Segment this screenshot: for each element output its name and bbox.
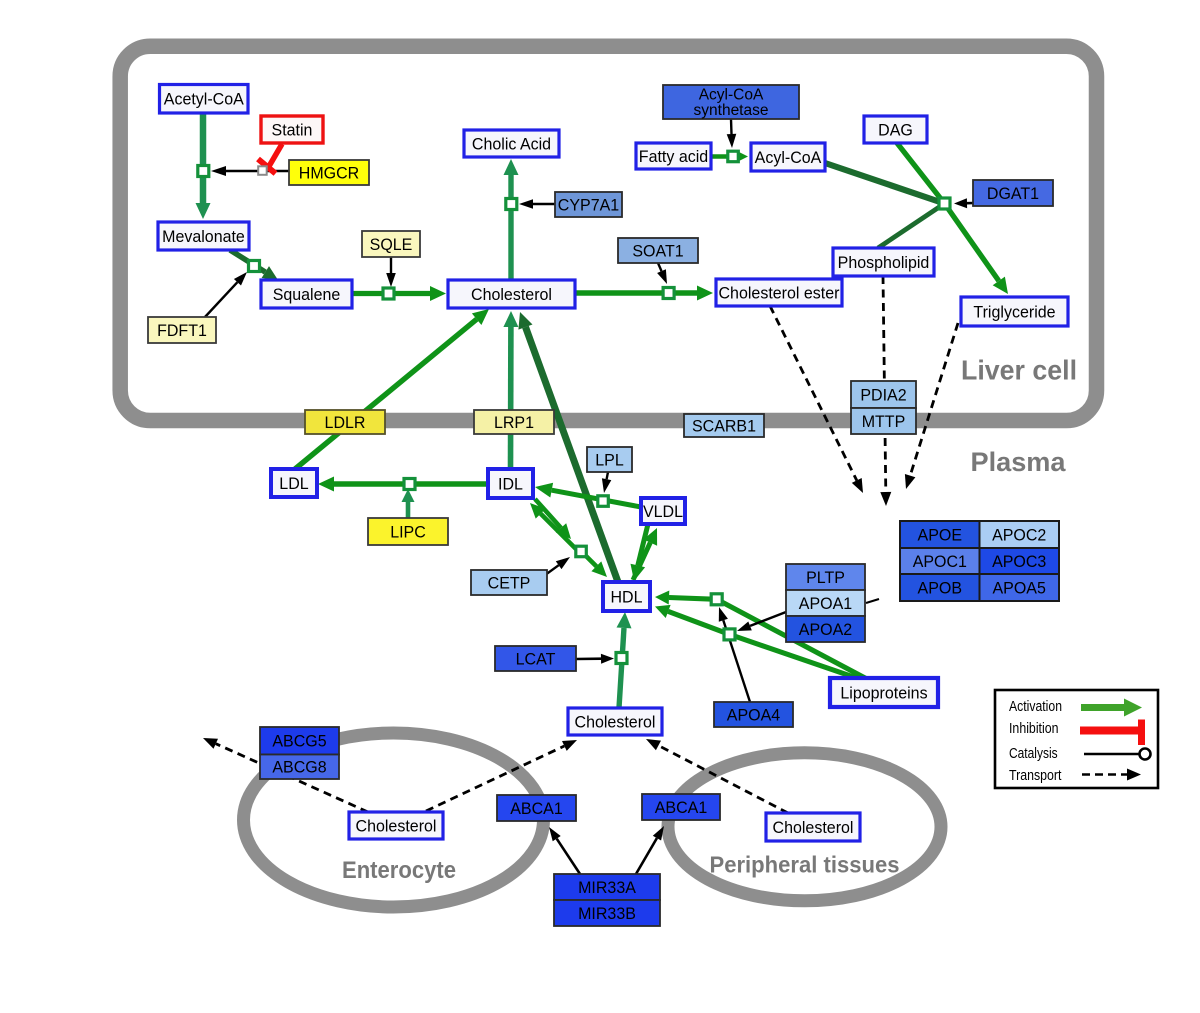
svg-text:LPL: LPL xyxy=(595,451,624,469)
svg-text:APOB: APOB xyxy=(918,579,963,597)
svg-text:PDIA2: PDIA2 xyxy=(860,386,906,404)
svg-text:APOA4: APOA4 xyxy=(727,706,780,724)
svg-text:FDFT1: FDFT1 xyxy=(157,322,207,340)
svg-text:APOC3: APOC3 xyxy=(992,553,1046,571)
svg-text:Plasma: Plasma xyxy=(971,447,1066,477)
svg-text:Mevalonate: Mevalonate xyxy=(162,228,245,246)
svg-text:Acyl-CoA: Acyl-CoA xyxy=(699,87,764,104)
svg-text:LCAT: LCAT xyxy=(516,650,556,668)
svg-text:Inhibition: Inhibition xyxy=(1009,720,1059,737)
svg-text:Activation: Activation xyxy=(1009,698,1062,715)
svg-text:MTTP: MTTP xyxy=(862,413,906,431)
svg-text:MIR33A: MIR33A xyxy=(578,879,636,897)
svg-text:VLDL: VLDL xyxy=(643,503,683,521)
svg-text:DAG: DAG xyxy=(878,121,913,139)
svg-text:CYP7A1: CYP7A1 xyxy=(558,196,619,214)
svg-text:Catalysis: Catalysis xyxy=(1009,745,1058,762)
svg-text:Cholesterol: Cholesterol xyxy=(773,819,854,837)
svg-text:ABCA1: ABCA1 xyxy=(655,799,708,817)
svg-text:APOE: APOE xyxy=(918,526,963,544)
svg-text:Liver cell: Liver cell xyxy=(961,354,1077,385)
svg-text:Squalene: Squalene xyxy=(273,286,341,304)
svg-text:Triglyceride: Triglyceride xyxy=(973,303,1055,321)
svg-text:Acyl-CoA: Acyl-CoA xyxy=(755,149,822,167)
svg-text:Cholesterol: Cholesterol xyxy=(575,713,656,731)
svg-text:PLTP: PLTP xyxy=(806,569,845,587)
svg-text:Peripheral tissues: Peripheral tissues xyxy=(710,852,900,878)
svg-text:LRP1: LRP1 xyxy=(494,414,534,432)
svg-text:Phospholipid: Phospholipid xyxy=(838,254,930,272)
svg-text:LDLR: LDLR xyxy=(325,414,366,432)
svg-text:synthetase: synthetase xyxy=(694,102,769,119)
svg-text:ABCA1: ABCA1 xyxy=(510,800,563,818)
svg-text:Transport: Transport xyxy=(1009,767,1062,784)
svg-text:HDL: HDL xyxy=(611,588,643,606)
svg-text:DGAT1: DGAT1 xyxy=(987,185,1039,203)
svg-text:CETP: CETP xyxy=(488,574,531,592)
svg-text:HMGCR: HMGCR xyxy=(299,164,359,182)
svg-text:APOA2: APOA2 xyxy=(799,621,852,639)
svg-text:Cholesterol ester: Cholesterol ester xyxy=(719,284,840,302)
svg-text:SCARB1: SCARB1 xyxy=(692,417,756,435)
svg-text:LIPC: LIPC xyxy=(390,523,426,541)
svg-text:Fatty acid: Fatty acid xyxy=(639,148,708,166)
svg-text:ABCG8: ABCG8 xyxy=(272,759,326,777)
svg-text:APOC1: APOC1 xyxy=(913,553,967,571)
svg-text:APOC2: APOC2 xyxy=(992,526,1046,544)
svg-text:Cholesterol: Cholesterol xyxy=(471,286,552,304)
svg-text:Cholesterol: Cholesterol xyxy=(356,817,437,835)
svg-text:Acetyl-CoA: Acetyl-CoA xyxy=(164,91,244,109)
svg-text:APOA1: APOA1 xyxy=(799,595,852,613)
svg-text:IDL: IDL xyxy=(498,475,523,493)
svg-text:Statin: Statin xyxy=(272,121,313,139)
svg-text:ABCG5: ABCG5 xyxy=(272,733,326,751)
svg-text:Lipoproteins: Lipoproteins xyxy=(840,684,927,702)
svg-text:Cholic Acid: Cholic Acid xyxy=(472,135,551,153)
svg-text:SOAT1: SOAT1 xyxy=(632,242,683,260)
svg-text:APOA5: APOA5 xyxy=(993,579,1046,597)
svg-text:SQLE: SQLE xyxy=(370,236,413,254)
svg-text:MIR33B: MIR33B xyxy=(578,905,636,923)
svg-text:Enterocyte: Enterocyte xyxy=(342,857,456,884)
svg-text:LDL: LDL xyxy=(279,475,308,493)
